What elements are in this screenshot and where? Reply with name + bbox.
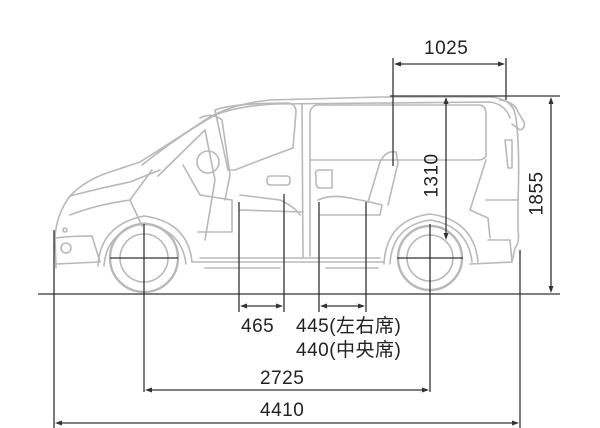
label-1310: 1310 [421,153,443,198]
dimension-lines [38,58,560,428]
label-2725-wheelbase: 2725 [260,368,305,389]
label-445-side-seats: 445(左右席) [296,316,402,337]
dimension-arrowheads [55,61,554,426]
label-1855: 1855 [526,171,548,216]
label-440-center-seat: 440(中央席) [296,340,402,361]
label-1025: 1025 [424,38,469,59]
label-465: 465 [241,316,275,337]
label-4410-overall-length: 4410 [260,400,305,421]
van-body-outline [54,96,526,294]
